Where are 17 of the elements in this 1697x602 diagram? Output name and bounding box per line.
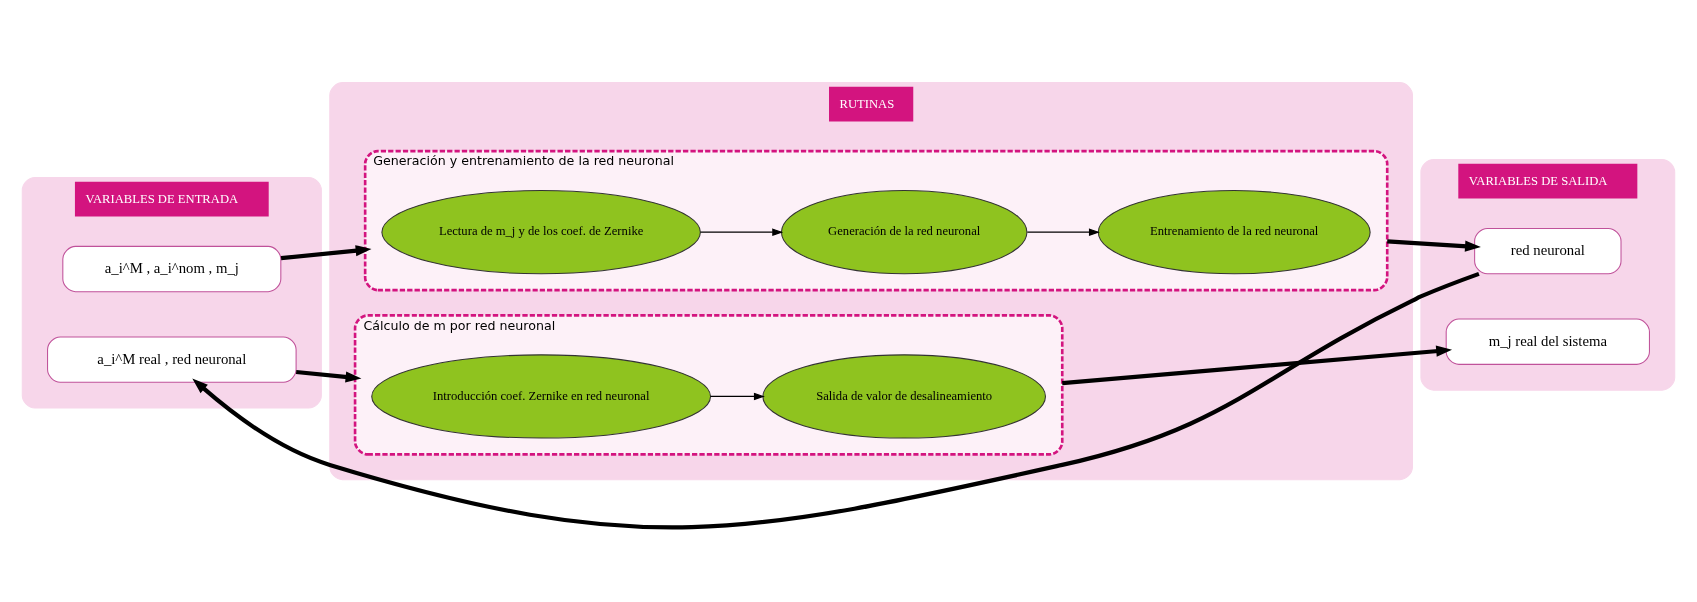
arrow: [192, 271, 1480, 530]
node-ellipse: Entrenamiento de la red neuronal: [1097, 190, 1371, 275]
node-box: a_i^M , a_i^nom , m_j: [62, 245, 282, 293]
node-box: a_i^M real , red neuronal: [47, 336, 297, 383]
arrow: [1062, 345, 1453, 386]
node-box: red neuronal: [1474, 227, 1622, 275]
arrow: [1387, 239, 1481, 252]
arrow: [280, 245, 372, 261]
arrow: [1026, 228, 1100, 236]
node-box: m_j real del sistema: [1445, 318, 1650, 365]
node-ellipse: Introducción coef. Zernike en red neuronal: [371, 354, 712, 439]
arrow: [699, 228, 784, 236]
node-ellipse: Salida de valor de desalineamiento: [762, 354, 1046, 439]
node-ellipse: Generación de la red neuronal: [780, 190, 1028, 275]
arrow: [709, 392, 765, 401]
node-ellipse: Lectura de m_j y de los coef. de Zernike: [381, 190, 701, 275]
arrow: [295, 369, 362, 383]
